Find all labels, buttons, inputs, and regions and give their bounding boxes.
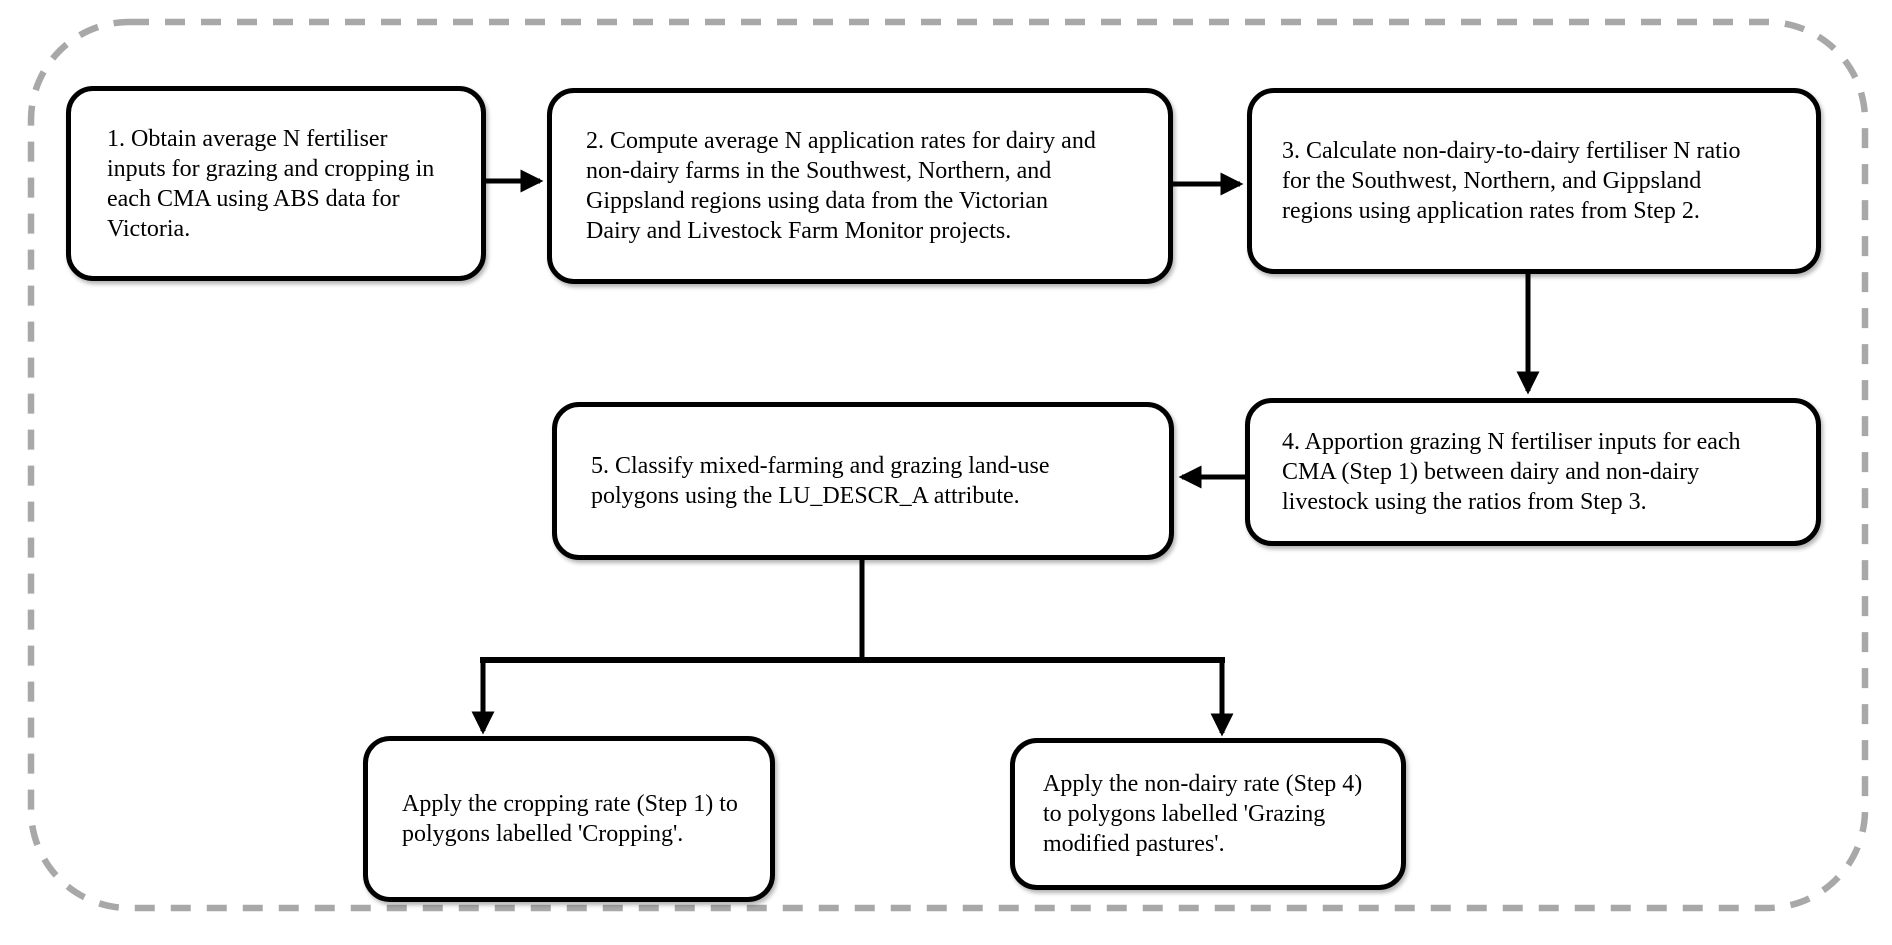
node-step4-label: 4. Apportion grazing N fertiliser inputs… — [1282, 429, 1741, 515]
outer-dashed-border — [27, 18, 1869, 912]
node-step1: 1. Obtain average N fertiliser inputs fo… — [66, 86, 486, 281]
node-apply-cropping-label: Apply the cropping rate (Step 1) to poly… — [402, 791, 738, 847]
node-step3-label: 3. Calculate non-dairy-to-dairy fertilis… — [1282, 138, 1741, 224]
node-step2: 2. Compute average N application rates f… — [547, 88, 1173, 284]
node-apply-cropping: Apply the cropping rate (Step 1) to poly… — [363, 736, 775, 902]
node-step3: 3. Calculate non-dairy-to-dairy fertilis… — [1247, 88, 1821, 274]
node-apply-non-dairy-label: Apply the non-dairy rate (Step 4) to pol… — [1043, 771, 1363, 857]
node-step1-label: 1. Obtain average N fertiliser inputs fo… — [107, 125, 435, 242]
node-apply-non-dairy: Apply the non-dairy rate (Step 4) to pol… — [1010, 738, 1406, 890]
node-step4: 4. Apportion grazing N fertiliser inputs… — [1245, 398, 1821, 546]
node-step5: 5. Classify mixed-farming and grazing la… — [552, 402, 1174, 560]
node-step2-label: 2. Compute average N application rates f… — [586, 128, 1096, 244]
node-step5-label: 5. Classify mixed-farming and grazing la… — [591, 453, 1050, 509]
